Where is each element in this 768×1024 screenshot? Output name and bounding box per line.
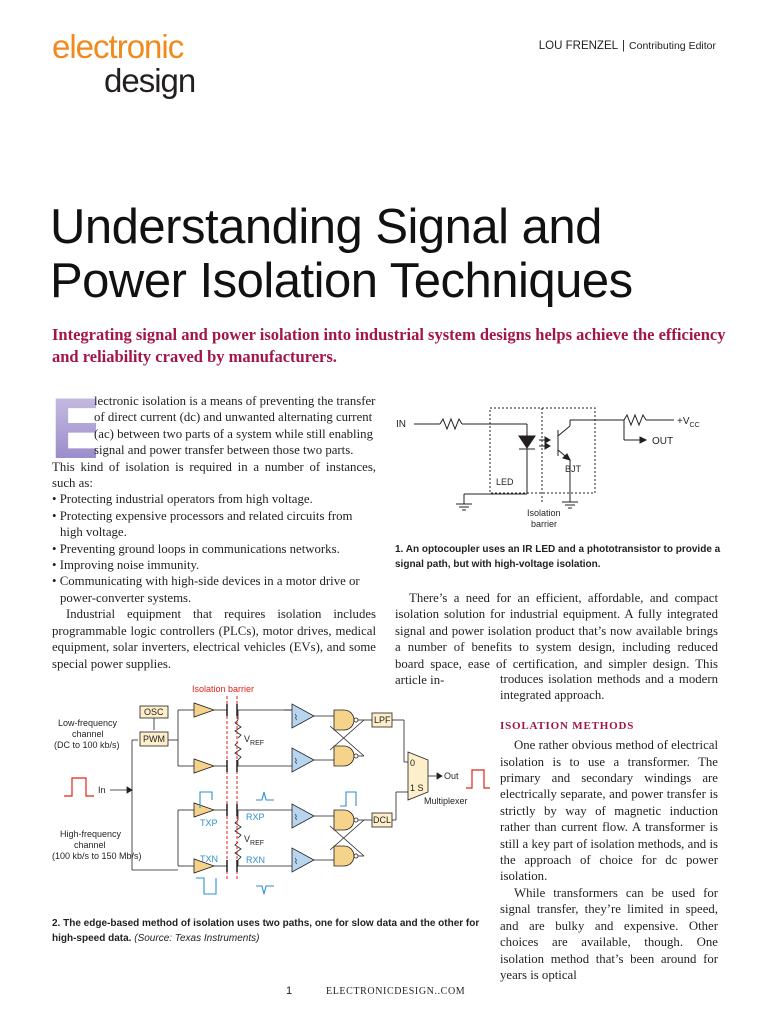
intro-line-2: of direct current (dc) and unwanted alte… xyxy=(94,410,373,425)
right-column-top: There’s a need for an efficient, afforda… xyxy=(395,590,718,688)
mux-input-0: 0 xyxy=(410,758,415,768)
figure-1-diagram: IN +VCC OUT BJT LED Isolation barrier xyxy=(396,407,700,529)
figure-2-source: (Source: Texas Instruments) xyxy=(134,933,260,944)
fig1-led-label: LED xyxy=(496,477,514,487)
fig2-in-label: In xyxy=(98,785,106,795)
hysteresis-icon: ⌇ xyxy=(294,813,298,822)
fig1-barrier-label-1: Isolation xyxy=(527,508,561,518)
vref-label: VREF xyxy=(244,834,264,847)
page-number: 1 xyxy=(286,985,293,997)
fig1-barrier-label-2: barrier xyxy=(531,519,557,529)
section-heading: ISOLATION METHODS xyxy=(500,719,635,732)
rxn-waveform xyxy=(256,885,274,895)
fig2-out-label: Out xyxy=(444,771,459,781)
fig1-vcc-label: +VCC xyxy=(677,416,700,429)
article-title: Understanding Signal and Power Isolation… xyxy=(50,200,740,308)
txp-waveform xyxy=(199,791,213,808)
hf-label-2: channel xyxy=(74,840,106,850)
txn-label: TXN xyxy=(200,854,218,864)
comparator-triangle xyxy=(291,747,315,773)
figure-2-caption-text: 2. The edge-based method of isolation us… xyxy=(52,918,480,944)
output-waveform xyxy=(466,769,490,789)
comparator-triangle xyxy=(291,803,315,829)
right-column-bottom: troduces isolation methods and a modern … xyxy=(500,671,718,983)
buffer-triangle xyxy=(193,802,216,818)
comparator-triangle xyxy=(291,703,315,729)
lf-label-1: Low-frequency xyxy=(58,718,118,728)
figure-1-caption: 1. An optocoupler uses an IR LED and a p… xyxy=(395,544,721,570)
latch-waveform xyxy=(340,791,357,807)
author-name: LOU FRENZEL xyxy=(538,40,619,52)
paragraph-signal: While transformers can be used for signa… xyxy=(500,885,718,982)
figure-2-diagram: Isolation barrier OSC PWM LPF DCL 0 1 S … xyxy=(52,684,490,895)
hf-label-1: High-frequency xyxy=(60,829,122,839)
bullet-item: Improving noise immunity. xyxy=(52,557,376,573)
nand-gate xyxy=(333,709,355,731)
lf-label-2: channel xyxy=(72,729,104,739)
bullet-item: Protecting industrial operators from hig… xyxy=(52,491,376,507)
lpf-label: LPF xyxy=(374,715,391,725)
buffer-triangle xyxy=(193,758,216,774)
paragraph-industrial: Industrial equipment that requires isola… xyxy=(52,607,376,671)
logo-electronic: electronic xyxy=(52,28,184,65)
txp-label: TXP xyxy=(200,818,218,828)
dcl-block xyxy=(371,812,393,828)
hf-label-3: (100 kb/s to 150 Mb/s) xyxy=(52,851,142,861)
paragraph-need-end: troduces isolation methods and a modern … xyxy=(500,672,718,703)
rxp-label: RXP xyxy=(246,812,265,822)
byline: LOU FRENZEL|Contributing Editor xyxy=(539,40,716,52)
bullet-list: Protecting industrial operators from hig… xyxy=(52,491,376,606)
buffer-triangle xyxy=(193,858,216,874)
fig1-in-label: IN xyxy=(396,419,406,430)
lf-label-3: (DC to 100 kb/s) xyxy=(54,740,120,750)
dcl-label: DCL xyxy=(373,815,391,825)
vref-label: VREF xyxy=(244,734,264,747)
lpf-block xyxy=(371,712,393,728)
hysteresis-icon: ⌇ xyxy=(294,713,298,722)
nand-gate xyxy=(333,745,355,767)
pwm-label: PWM xyxy=(143,734,165,744)
title-line-2: Power Isolation Techniques xyxy=(50,254,633,308)
paragraph-need: There’s a need for an efficient, afforda… xyxy=(395,591,718,688)
fig1-bjt-label: BJT xyxy=(565,464,582,474)
osc-block xyxy=(139,705,169,719)
byline-separator: | xyxy=(622,40,626,52)
intro-line-1: lectronic isolation is a means of preven… xyxy=(94,394,376,408)
bullet-item: Protecting expensive processors and rela… xyxy=(52,508,376,541)
multiplexer-block xyxy=(407,751,429,801)
intro-rest: This kind of isolation is required in a … xyxy=(52,459,376,491)
title-line-1: Understanding Signal and xyxy=(50,200,602,254)
multiplexer-label: Multiplexer xyxy=(424,796,468,806)
bullet-item: Preventing ground loops in communication… xyxy=(52,541,376,557)
pwm-block xyxy=(139,731,169,747)
nand-gate xyxy=(333,845,355,867)
osc-label: OSC xyxy=(144,707,164,717)
fig1-out-label: OUT xyxy=(652,436,673,447)
rxp-waveform xyxy=(256,791,274,801)
buffer-triangle xyxy=(193,702,216,718)
txn-waveform xyxy=(196,877,217,895)
figure-2-caption: 2. The edge-based method of isolation us… xyxy=(52,916,492,946)
intro-line-4: signal and power transfer between those … xyxy=(94,443,354,458)
footer-site: ELECTRONICDESIGN..COM xyxy=(326,986,466,997)
left-column: lectronic isolation is a means of preven… xyxy=(52,393,376,672)
nand-gate xyxy=(333,809,355,831)
comparator-triangle xyxy=(291,847,315,873)
logo-design: design xyxy=(104,62,196,99)
paragraph-transformer: One rather obvious method of electrical … xyxy=(500,738,718,884)
input-waveform xyxy=(64,777,94,797)
hysteresis-icon: ⌇ xyxy=(294,757,298,766)
bullet-item: Communicating with high-side devices in … xyxy=(52,573,376,606)
drop-cap: E xyxy=(50,392,96,460)
rxn-label: RXN xyxy=(246,855,265,865)
article-deck: Integrating signal and power isolation i… xyxy=(52,325,726,366)
hysteresis-icon: ⌇ xyxy=(294,857,298,866)
intro-line-3: (ac) between two parts of a system while… xyxy=(94,426,373,441)
fig2-barrier-label: Isolation barrier xyxy=(192,684,254,694)
mux-input-1: 1 S xyxy=(410,783,424,793)
author-role: Contributing Editor xyxy=(629,40,716,52)
drop-cap-letter: E xyxy=(50,392,96,460)
